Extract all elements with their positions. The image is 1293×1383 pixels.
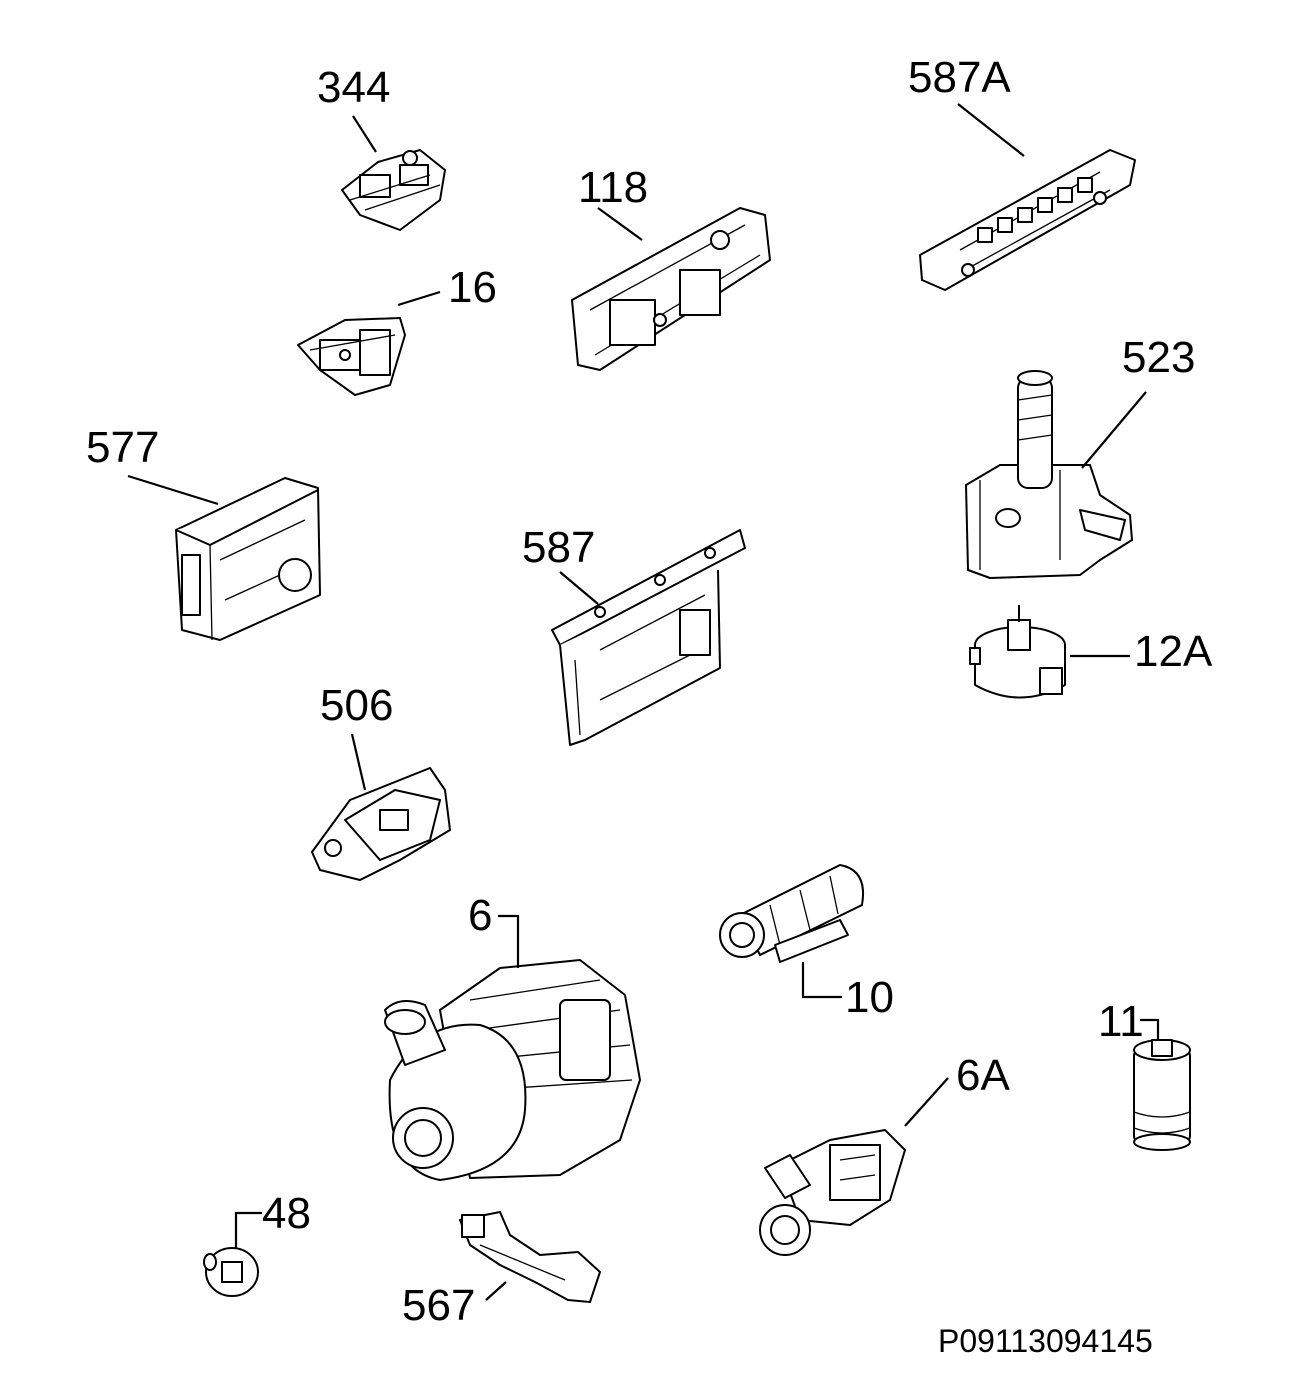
callout-6: 6 <box>468 891 492 940</box>
part-12A-illustration <box>969 605 1066 699</box>
part-16-illustration <box>297 317 406 396</box>
callout-506: 506 <box>320 681 393 730</box>
part-577-illustration <box>175 477 321 641</box>
part-48-illustration <box>203 1247 259 1297</box>
diagram-code: P09113094145 <box>938 1323 1153 1359</box>
part-10-illustration <box>719 864 864 963</box>
part-6A-illustration <box>759 1129 906 1256</box>
leader-567 <box>485 1281 507 1301</box>
callout-11: 11 <box>1098 997 1144 1046</box>
callout-6A: 6A <box>956 1051 1010 1100</box>
leader-118 <box>597 207 643 241</box>
leader-6A <box>904 1077 949 1127</box>
callout-344: 344 <box>317 63 390 112</box>
part-118-illustration <box>571 207 771 371</box>
part-587A-illustration <box>919 149 1136 291</box>
callout-587A: 587A <box>908 53 1011 102</box>
leader-587 <box>559 571 599 605</box>
leader-16 <box>397 290 441 307</box>
leader-523 <box>1081 391 1147 469</box>
callout-587: 587 <box>522 523 595 572</box>
callout-118: 118 <box>578 163 648 212</box>
leader-577 <box>127 474 219 506</box>
callout-10: 10 <box>845 973 894 1022</box>
callout-577: 577 <box>86 423 159 472</box>
callout-12A: 12A <box>1134 627 1213 676</box>
part-6-illustration <box>384 959 641 1181</box>
leader-587A <box>957 103 1025 157</box>
leader-6 <box>498 914 520 968</box>
part-11-illustration <box>1133 1039 1191 1151</box>
part-523-illustration <box>965 370 1133 579</box>
part-344-illustration <box>341 149 446 231</box>
leader-11 <box>1140 1018 1160 1040</box>
part-567-illustration <box>459 1211 601 1303</box>
callout-567: 567 <box>402 1281 475 1330</box>
leader-10 <box>801 962 842 999</box>
leader-506 <box>350 733 367 791</box>
leader-48 <box>234 1211 262 1248</box>
leader-344 <box>352 115 377 153</box>
callout-48: 48 <box>262 1189 311 1238</box>
part-506-illustration <box>311 767 451 881</box>
callout-523: 523 <box>1122 333 1195 382</box>
callout-16: 16 <box>448 263 497 312</box>
part-587-illustration <box>551 529 746 746</box>
